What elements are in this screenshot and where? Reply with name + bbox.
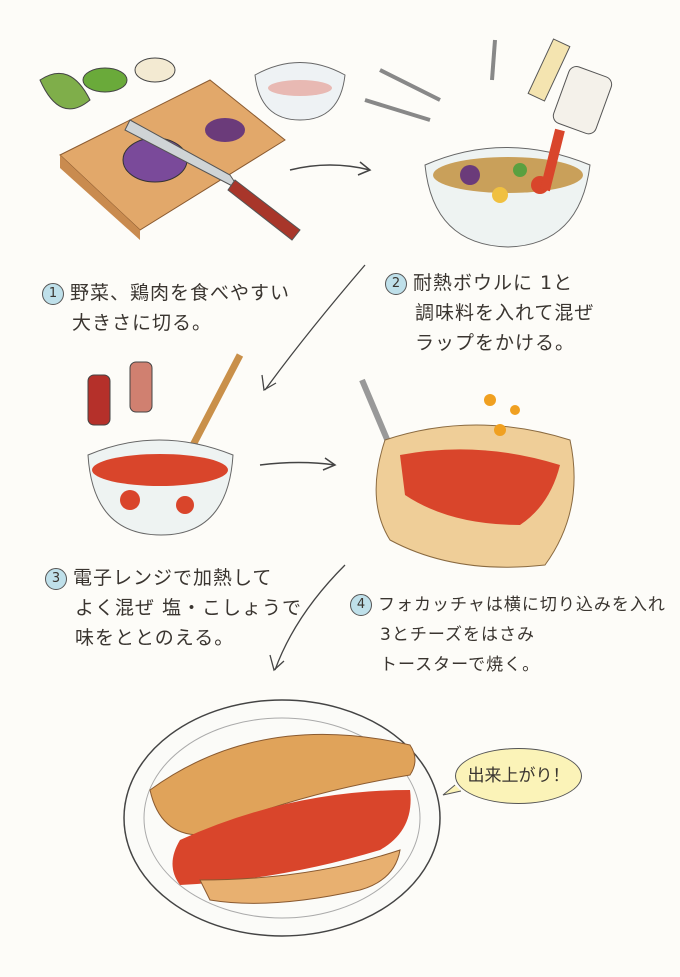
step-number-badge: 4	[350, 594, 372, 616]
arrow-down-left-icon	[261, 264, 366, 392]
speech-bubble-tail	[442, 784, 462, 796]
step-3-text: 3 電子レンジで加熱して よく混ぜ 塩・こしょうで 味をととのえる。	[45, 563, 302, 653]
step-line: フォカッチャは横に切り込みを入れ	[378, 595, 666, 615]
finished-sandwich-illustration	[123, 699, 441, 937]
focaccia-illustration	[359, 378, 575, 568]
mixing-bowl-illustration	[87, 353, 244, 536]
step-1-text: 1 野菜、鶏肉を食べやすい 大きさに切る。	[42, 278, 290, 338]
step-line: ラップをかける。	[415, 332, 576, 354]
chicken-bowl-illustration	[254, 62, 346, 121]
arrow-down-left-icon-2	[269, 564, 346, 672]
step-number-badge: 1	[42, 283, 64, 305]
done-speech-bubble: 出来上がり！	[455, 748, 582, 804]
step-line: よく混ぜ 塩・こしょうで	[75, 597, 303, 619]
step-number-badge: 3	[45, 568, 67, 590]
step-line: トースターで焼く。	[380, 655, 541, 675]
step-line: 耐熱ボウルに 1と	[413, 272, 574, 294]
cutting-board-illustration	[39, 57, 301, 241]
step-line: 大きさに切る。	[72, 312, 213, 334]
step-line: 電子レンジで加熱して	[73, 567, 273, 589]
step-line: 野菜、鶏肉を食べやすい	[70, 282, 291, 304]
step-2-text: 2 耐熱ボウルに 1と 調味料を入れて混ぜ ラップをかける。	[385, 268, 594, 358]
step-4-text: 4 フォカッチャは横に切り込みを入れ 3とチーズをはさみ トースターで焼く。	[350, 590, 666, 680]
step-number-badge: 2	[385, 273, 407, 295]
step-line: 3とチーズをはさみ	[380, 625, 535, 645]
arrow-right-icon-2	[259, 457, 337, 471]
step-line: 調味料を入れて混ぜ	[415, 302, 595, 324]
arrow-right-icon	[289, 161, 372, 176]
step-line: 味をととのえる。	[75, 627, 235, 649]
seasoning-bowl-illustration	[364, 38, 613, 248]
